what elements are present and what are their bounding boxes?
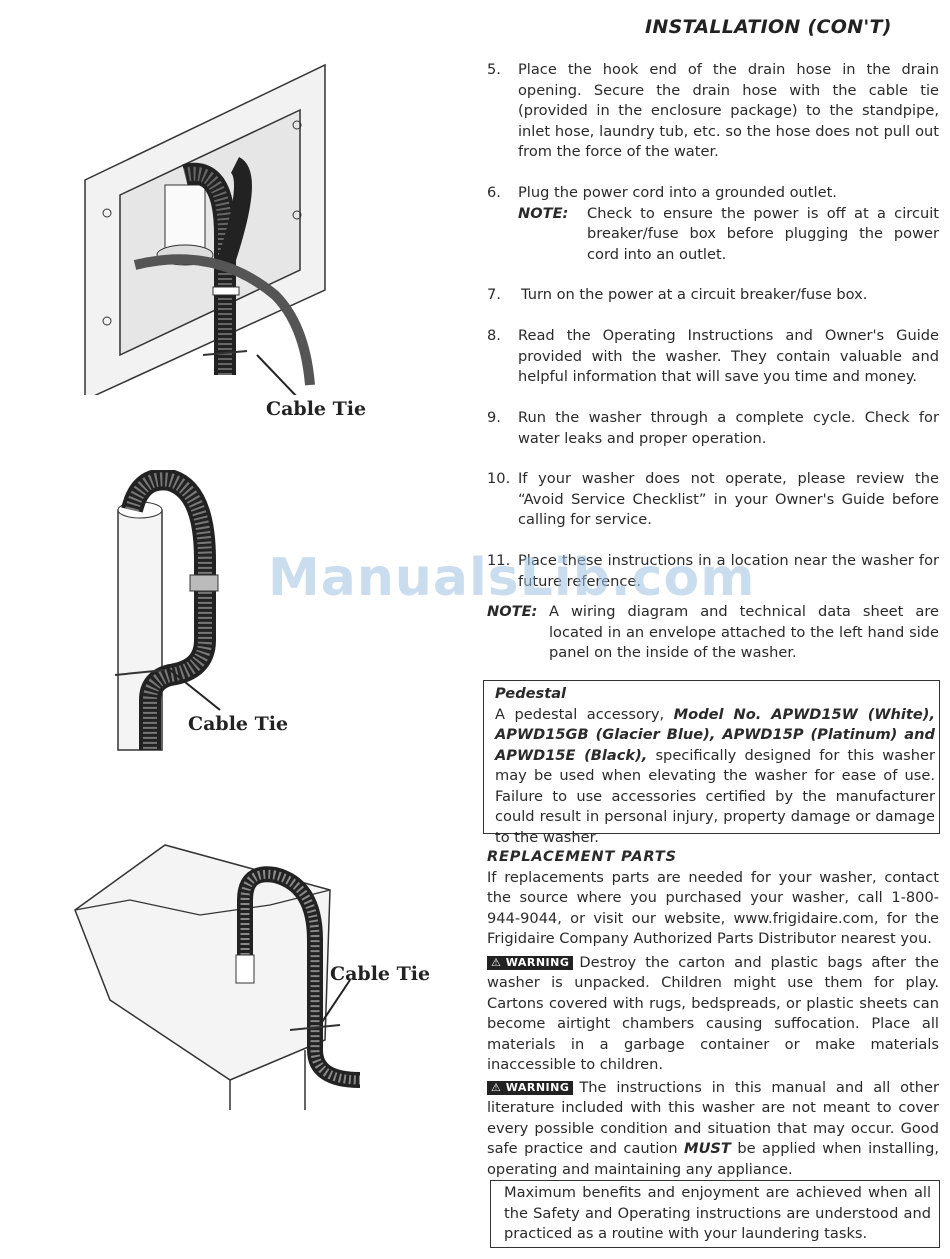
watermark: ManualsLib.com [268,548,756,608]
figure-standpipe [114,470,221,751]
step-6: 6. Plug the power cord into a grounded o… [487,183,939,265]
warning-triangle-icon: ⚠ [491,955,502,969]
benefits-box: Maximum benefits and enjoyment are achie… [490,1180,940,1248]
step-9: 9. Run the washer through a complete cyc… [487,409,939,447]
figure-3-label: Cable Tie [330,963,431,985]
step-10: 10. If your washer does not operate, ple… [487,470,939,528]
instructions-column: 5. Place the hook end of the drain hose … [487,60,939,1255]
figure-laundry-tub [74,844,361,1110]
step-7: 7. Turn on the power at a circuit breake… [487,286,868,303]
replacement-title: REPLACEMENT PARTS [487,848,677,865]
warning-badge: ⚠ WARNING [487,1080,574,1095]
page-header: INSTALLATION (CON'T) [645,16,892,38]
pedestal-box: Pedestal A pedestal accessory, Model No.… [483,680,940,846]
replacement-text: If replacements parts are needed for you… [487,868,939,948]
note-power: NOTE: Check to ensure the power is off a… [518,204,939,263]
warning-badge: ⚠ WARNING [487,955,574,970]
pedestal-text: A pedestal accessory, Model No. APWD15W … [495,705,935,846]
replacement-section: REPLACEMENT PARTS If replacements parts … [487,847,939,1180]
note-wiring: NOTE: A wiring diagram and technical dat… [487,603,939,661]
step-5: 5. Place the hook end of the drain hose … [487,61,939,160]
figure-2-label: Cable Tie [188,713,289,735]
step-11: 11. Place these instructions in a locati… [487,552,939,590]
figure-1-label: Cable Tie [266,398,367,420]
figure-wall-drain [84,63,326,395]
step-8: 8. Read the Operating Instructions and O… [487,327,939,385]
pedestal-title: Pedestal [495,685,567,702]
warning-triangle-icon: ⚠ [491,1080,502,1094]
